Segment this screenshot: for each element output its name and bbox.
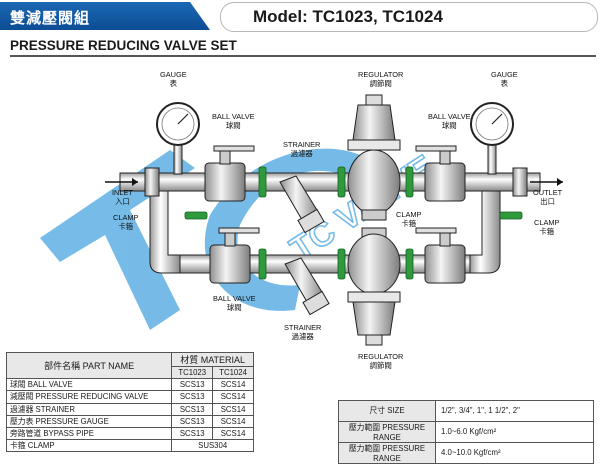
material-tc1023: SCS13 — [171, 414, 214, 428]
ball-valve-top-left — [204, 145, 255, 202]
regulator-top — [347, 94, 401, 221]
material-tc1023: SCS13 — [171, 390, 214, 404]
material-tc1023: SCS13 — [171, 426, 214, 441]
header-band: 雙減壓閥組 Model: TC1023, TC1024 — [0, 0, 600, 34]
subtitle-rule — [10, 55, 596, 57]
header-model-tc1023: TC1023 — [171, 365, 214, 380]
material-tc1024: SCS14 — [212, 414, 254, 428]
ball-valve-bottom-left — [209, 227, 260, 284]
part-name: 卡箍 CLAMP — [5, 439, 173, 453]
part-name: 壓力表 PRESSURE GAUGE — [5, 414, 173, 428]
top-pipe — [119, 172, 541, 192]
part-name: 過濾器 STRAINER — [5, 402, 173, 416]
material-tc1024: SCS14 — [212, 402, 254, 416]
gauge-right — [470, 102, 514, 175]
strainer-bottom — [284, 257, 330, 316]
outlet-flange — [512, 167, 528, 197]
model-box: Model: TC1023, TC1024 — [220, 2, 598, 32]
left-elbow — [149, 190, 181, 274]
inlet-flange — [144, 167, 160, 197]
spec-key: 尺寸 SIZE — [338, 400, 436, 422]
part-name: 球閥 BALL VALVE — [5, 378, 173, 392]
section-subtitle: PRESSURE REDUCING VALVE SET — [10, 38, 237, 53]
material-clamp: SUS304 — [171, 439, 254, 453]
title-tag: 雙減壓閥組 — [0, 2, 210, 30]
right-elbow — [469, 190, 501, 274]
gauge-left — [156, 102, 200, 175]
valve-assembly-diagram: TC VALVE — [40, 94, 563, 346]
spec-value: 1.0~6.0 Kgf/cm² — [435, 420, 594, 443]
material-tc1024: SCS14 — [212, 390, 254, 404]
parts-material-table: 部件名稱 PART NAME 材質 MATERIAL TC1023 TC1024… — [5, 351, 254, 453]
material-tc1024: SCS14 — [212, 426, 254, 441]
spec-key: 壓力範圍 PRESSURE RANGE — [338, 441, 436, 464]
ball-valve-bottom-right — [415, 227, 466, 284]
ball-valve-top-right — [415, 145, 466, 202]
part-name: 旁路管道 BYPASS PIPE — [5, 426, 173, 441]
header-material: 材質 MATERIAL — [171, 352, 254, 367]
page-title: 雙減壓閥組 — [10, 10, 91, 27]
material-tc1023: SCS13 — [171, 402, 214, 416]
material-tc1024: SCS14 — [212, 378, 254, 392]
material-tc1023: SCS13 — [171, 378, 214, 392]
inlet-arrow-head — [132, 178, 138, 186]
clamps — [184, 166, 523, 280]
spec-value: 4.0~10.0 Kgf/cm² — [435, 441, 594, 464]
part-name: 減壓閥 PRESSURE REDUCING VALVE — [5, 390, 173, 404]
spec-key: 壓力範圍 PRESSURE RANGE — [338, 420, 436, 443]
model-label: Model: TC1023, TC1024 — [253, 7, 443, 26]
header-part-name: 部件名稱 PART NAME — [5, 351, 173, 380]
spec-value: 1/2", 3/4", 1", 1 1/2", 2" — [435, 400, 594, 422]
regulator-bottom — [347, 227, 401, 346]
outlet-arrow-head — [557, 178, 563, 186]
header-model-tc1024: TC1024 — [212, 365, 254, 380]
strainer-top — [279, 175, 325, 234]
